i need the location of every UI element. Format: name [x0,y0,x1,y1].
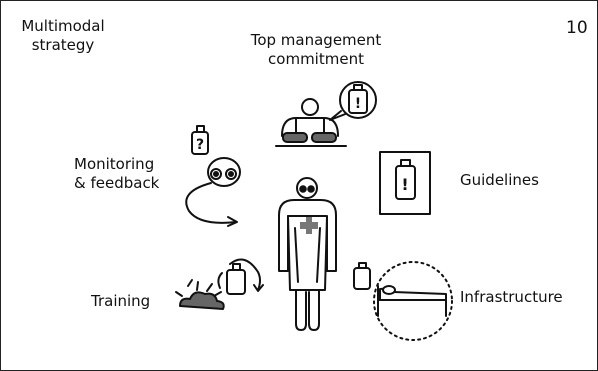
question-dispenser-icon: ? [191,125,209,155]
slide-title-line1: Multimodal [21,17,105,35]
health-worker-icon [278,177,337,331]
eyes-icon [185,157,241,227]
top-management-label: Top management commitment [226,31,406,69]
page-number: 10 [566,18,588,38]
top-management-line1: Top management [250,31,382,49]
exclamation-glyph: ! [355,96,361,112]
monitoring-line2: & feedback [74,174,160,192]
training-label: Training [91,292,151,310]
cloud-sun-icon [175,258,264,310]
poster-exclamation-glyph: ! [401,175,408,194]
guidelines-label: Guidelines [460,171,539,189]
monitoring-line1: Monitoring [74,155,155,173]
top-management-line2: commitment [268,50,364,68]
speech-bubble-dispenser-icon: ! [329,81,377,121]
slide-title: Multimodal strategy [8,17,118,55]
infrastructure-label: Infrastructure [460,288,563,306]
monitoring-label: Monitoring & feedback [74,155,159,193]
question-glyph: ? [196,137,204,153]
bed-icon [353,261,453,341]
manager-at-desk-icon [275,98,347,147]
guideline-poster-icon: ! [379,151,431,215]
slide-title-line2: strategy [31,36,95,54]
